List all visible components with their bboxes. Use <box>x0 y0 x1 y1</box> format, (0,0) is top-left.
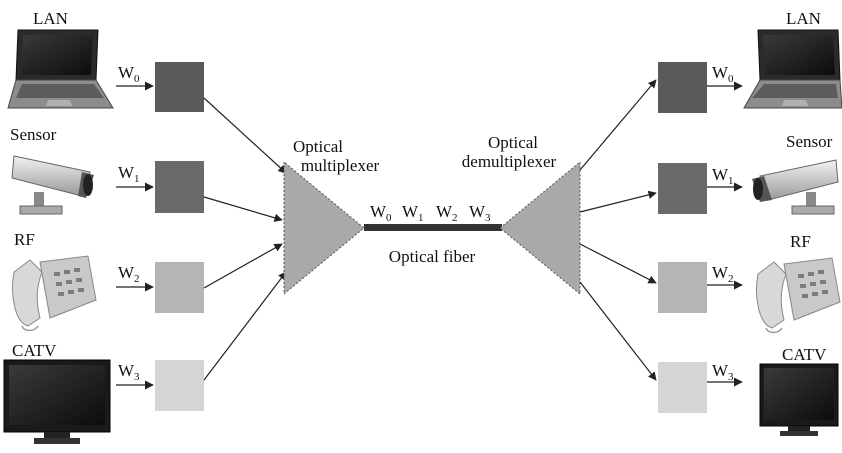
fiber-wavelength-w2: W2 <box>436 202 458 224</box>
telephone-icon <box>12 255 97 332</box>
arrow-block1-to-mux <box>203 196 283 222</box>
right-device-label-catv: CATV <box>782 345 827 364</box>
optical-multiplexer <box>283 160 365 296</box>
optical-fiber <box>364 224 502 231</box>
left-device-label-rf: RF <box>14 230 35 249</box>
left-channel-label-w1: W1 <box>118 163 140 185</box>
left-device-label-sensor: Sensor <box>10 125 57 144</box>
left-channel-block-w2 <box>155 262 204 313</box>
right-device-label-sensor: Sensor <box>786 132 833 151</box>
right-channel-label-w2: W2 <box>712 263 734 285</box>
laptop-icon <box>743 29 842 109</box>
left-channel-label-w3: W3 <box>118 361 140 383</box>
arrow-demux-to-block2 <box>579 243 657 284</box>
laptop-icon <box>7 29 114 109</box>
left-channel-label-w0: W0 <box>118 63 140 85</box>
right-channel-label-w1: W1 <box>712 165 734 187</box>
right-channel-block-w3 <box>658 362 707 413</box>
tv-monitor-icon <box>3 359 111 444</box>
left-channel-label-w2: W2 <box>118 263 140 285</box>
multiplexer-label-line2: multiplexer <box>301 156 380 175</box>
arrow-block0-to-mux <box>203 97 287 174</box>
right-channel-label-w0: W0 <box>712 63 734 85</box>
demultiplexer-label-line2: demultiplexer <box>462 152 557 171</box>
left-channel-block-w1 <box>155 161 204 213</box>
left-device-label-lan: LAN <box>33 9 68 28</box>
fiber-wavelength-w0: W0 <box>370 202 392 224</box>
right-device-label-rf: RF <box>790 232 811 251</box>
right-channel-label-w3: W3 <box>712 361 734 383</box>
right-channel-block-w1 <box>658 163 707 214</box>
arrow-demux-to-block1 <box>579 190 657 213</box>
optical-demultiplexer <box>499 160 581 296</box>
fiber-label: Optical fiber <box>389 247 476 266</box>
left-device-label-catv: CATV <box>12 341 57 360</box>
left-channel-block-w3 <box>155 360 204 411</box>
arrow-block2-to-mux <box>203 243 283 289</box>
right-channel-block-w2 <box>658 262 707 313</box>
fiber-wavelength-w1: W1 <box>402 202 424 224</box>
arrow-demux-to-block3 <box>579 281 657 381</box>
right-channel-block-w0 <box>658 62 707 113</box>
arrow-block3-to-mux <box>203 271 287 381</box>
demultiplexer-label-line1: Optical <box>488 133 538 152</box>
left-channel-block-w0 <box>155 62 204 112</box>
telephone-icon <box>756 257 841 334</box>
security-camera-icon <box>11 155 94 215</box>
tv-monitor-icon <box>759 363 839 436</box>
arrow-demux-to-block0 <box>579 79 657 171</box>
security-camera-icon <box>752 159 839 215</box>
right-device-label-lan: LAN <box>786 9 821 28</box>
multiplexer-label-line1: Optical <box>293 137 343 156</box>
fiber-wavelength-w3: W3 <box>469 202 491 224</box>
